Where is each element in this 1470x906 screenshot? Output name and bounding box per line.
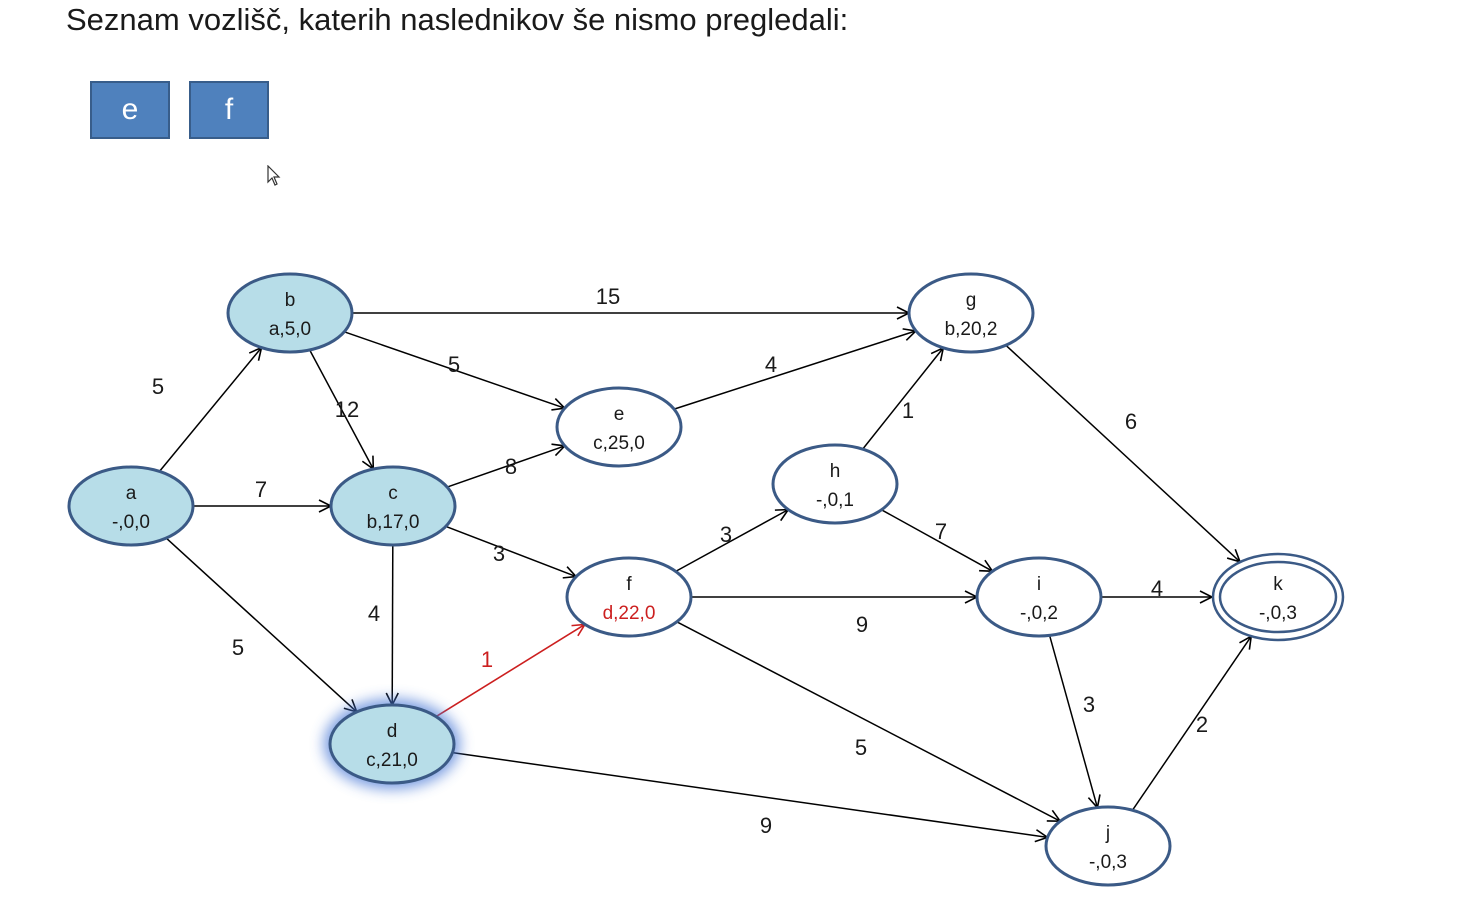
node-j: j -,0,3 — [1044, 805, 1172, 887]
node-g-name: g — [966, 290, 977, 311]
weights-layer: 5 7 5 15 5 12 8 3 4 1 9 4 3 9 5 1 7 6 4 3 2 — [152, 284, 1208, 838]
queue-item-f: f — [189, 81, 269, 139]
node-f-shape — [565, 556, 693, 638]
node-i: i -,0,2 — [975, 556, 1103, 638]
edge-weight-e-g: 4 — [765, 352, 777, 377]
nodes-layer: a -,0,0 b a,5,0 c b,17,0 d c,21,0 e c,25,0 f d,22,0… — [67, 272, 1345, 887]
queue-item-e: e — [90, 81, 170, 139]
edge-a-d — [165, 537, 357, 712]
node-b-shape — [226, 272, 354, 354]
edge-weight-i-j: 3 — [1083, 692, 1095, 717]
node-e-shape — [555, 386, 683, 468]
node-e: e c,25,0 — [555, 386, 683, 468]
node-d-value: c,21,0 — [366, 750, 418, 771]
node-j-name: j — [1105, 823, 1110, 844]
page-title: Seznam vozlišč, katerih naslednikov še n… — [66, 2, 849, 37]
node-d-name: d — [387, 721, 398, 742]
edge-a-b — [158, 348, 262, 472]
edge-weight-d-f: 1 — [481, 647, 493, 672]
edge-weight-c-d: 4 — [368, 601, 380, 626]
edge-f-j — [676, 621, 1060, 821]
edge-g-k — [1005, 344, 1240, 562]
edge-weight-h-g: 1 — [902, 398, 914, 423]
edge-b-e — [344, 331, 564, 408]
edge-weight-c-f: 3 — [493, 541, 505, 566]
edge-h-g — [862, 348, 944, 450]
node-k-shape — [1218, 560, 1338, 634]
mouse-pointer-icon — [267, 165, 281, 186]
node-a: a -,0,0 — [67, 465, 195, 547]
node-c-name: c — [388, 483, 398, 504]
node-h-shape — [771, 443, 899, 525]
node-b-name: b — [285, 290, 296, 311]
edge-weight-g-k: 6 — [1125, 409, 1137, 434]
node-h: h -,0,1 — [771, 443, 899, 525]
node-g-shape — [907, 272, 1035, 354]
edge-weight-j-k: 2 — [1196, 712, 1208, 737]
node-j-value: -,0,3 — [1089, 852, 1127, 873]
node-k-value: -,0,3 — [1259, 603, 1297, 624]
node-f-value: d,22,0 — [603, 603, 656, 624]
node-i-shape — [975, 556, 1103, 638]
edge-weight-b-c: 12 — [335, 397, 359, 422]
node-f-name: f — [626, 574, 632, 595]
node-g-value: b,20,2 — [945, 319, 998, 340]
edge-weight-a-d: 5 — [232, 635, 244, 660]
edge-c-e — [446, 446, 565, 488]
node-i-name: i — [1037, 574, 1041, 595]
edge-j-k — [1131, 636, 1252, 811]
node-i-value: -,0,2 — [1020, 603, 1058, 624]
edge-weight-h-i: 7 — [935, 519, 947, 544]
edge-weight-c-e: 8 — [505, 454, 517, 479]
edge-weight-f-j: 5 — [855, 735, 867, 760]
edge-weight-a-c: 7 — [255, 477, 267, 502]
node-f: f d,22,0 — [565, 556, 693, 638]
node-a-value: -,0,0 — [112, 512, 150, 533]
node-e-name: e — [614, 404, 625, 425]
edge-i-j — [1048, 635, 1098, 807]
edge-weight-d-j: 9 — [760, 813, 772, 838]
node-c-shape — [329, 465, 457, 547]
node-b-value: a,5,0 — [269, 319, 311, 340]
edge-weight-i-k: 4 — [1151, 576, 1163, 601]
node-h-value: -,0,1 — [816, 490, 854, 511]
node-a-name: a — [126, 483, 137, 504]
node-d: d c,21,0 — [324, 699, 460, 789]
edge-e-g — [673, 331, 916, 410]
node-g: g b,20,2 — [907, 272, 1035, 354]
edge-weight-f-i: 9 — [856, 612, 868, 637]
edges-layer — [158, 313, 1252, 838]
node-d-shape — [328, 703, 456, 785]
node-k-name: k — [1273, 574, 1283, 595]
node-k: k -,0,3 — [1211, 552, 1345, 642]
edge-d-f — [435, 624, 585, 718]
node-b: b a,5,0 — [226, 272, 354, 354]
edge-weight-f-h: 3 — [720, 522, 732, 547]
edge-f-h — [675, 510, 789, 573]
edge-weight-b-e: 5 — [448, 352, 460, 377]
node-c: c b,17,0 — [329, 465, 457, 547]
node-c-value: b,17,0 — [367, 512, 420, 533]
edge-weight-a-b: 5 — [152, 374, 164, 399]
node-a-shape — [67, 465, 195, 547]
node-h-name: h — [830, 461, 841, 482]
edge-b-c — [309, 349, 374, 469]
node-e-value: c,25,0 — [593, 433, 645, 454]
edge-weight-b-g: 15 — [596, 284, 620, 309]
node-j-shape — [1044, 805, 1172, 887]
node-queue: e f — [90, 81, 269, 139]
edge-d-j — [452, 751, 1048, 838]
edge-c-f — [445, 525, 576, 576]
edge-c-d — [392, 544, 393, 705]
edge-h-i — [881, 509, 993, 571]
